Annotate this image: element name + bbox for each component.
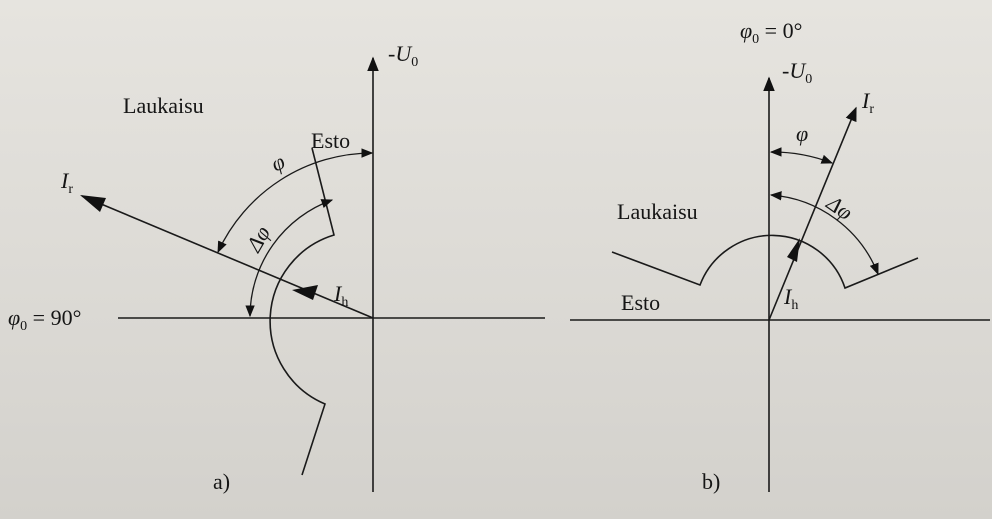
b-ih-label: Ih [784, 284, 799, 313]
diagram-a [80, 56, 545, 492]
a-caption: a) [213, 469, 231, 494]
a-dphi-arc [245, 199, 334, 318]
a-region-trip-label: Laukaisu [123, 93, 204, 118]
b-region-block-label: Esto [621, 290, 661, 315]
a-ih-label: Ih [334, 281, 349, 310]
a-boundary-line [269, 147, 335, 476]
b-phi-arc [769, 147, 834, 164]
b-dphi-arc [769, 191, 879, 276]
a-region-block-label: Esto [311, 128, 351, 153]
b-ih-arrowhead [787, 238, 800, 262]
diagram-b [570, 76, 990, 492]
a-phi-arc [217, 148, 374, 254]
a-ir-arrowhead [80, 195, 106, 212]
b-region-trip-label: Laukaisu [617, 199, 698, 224]
b-phi-label: φ [796, 121, 809, 146]
a-axis-label: -U0 [388, 41, 419, 70]
b-caption: b) [702, 469, 721, 494]
a-ir-label: Ir [61, 168, 73, 197]
a-phi0-label: φ0 = 90° [8, 305, 82, 334]
b-axis-label: -U0 [782, 58, 813, 87]
b-ir-label: Ir [862, 88, 874, 117]
a-ih-arrowhead [292, 285, 318, 300]
b-phi0-label: φ0 = 0° [740, 18, 803, 47]
